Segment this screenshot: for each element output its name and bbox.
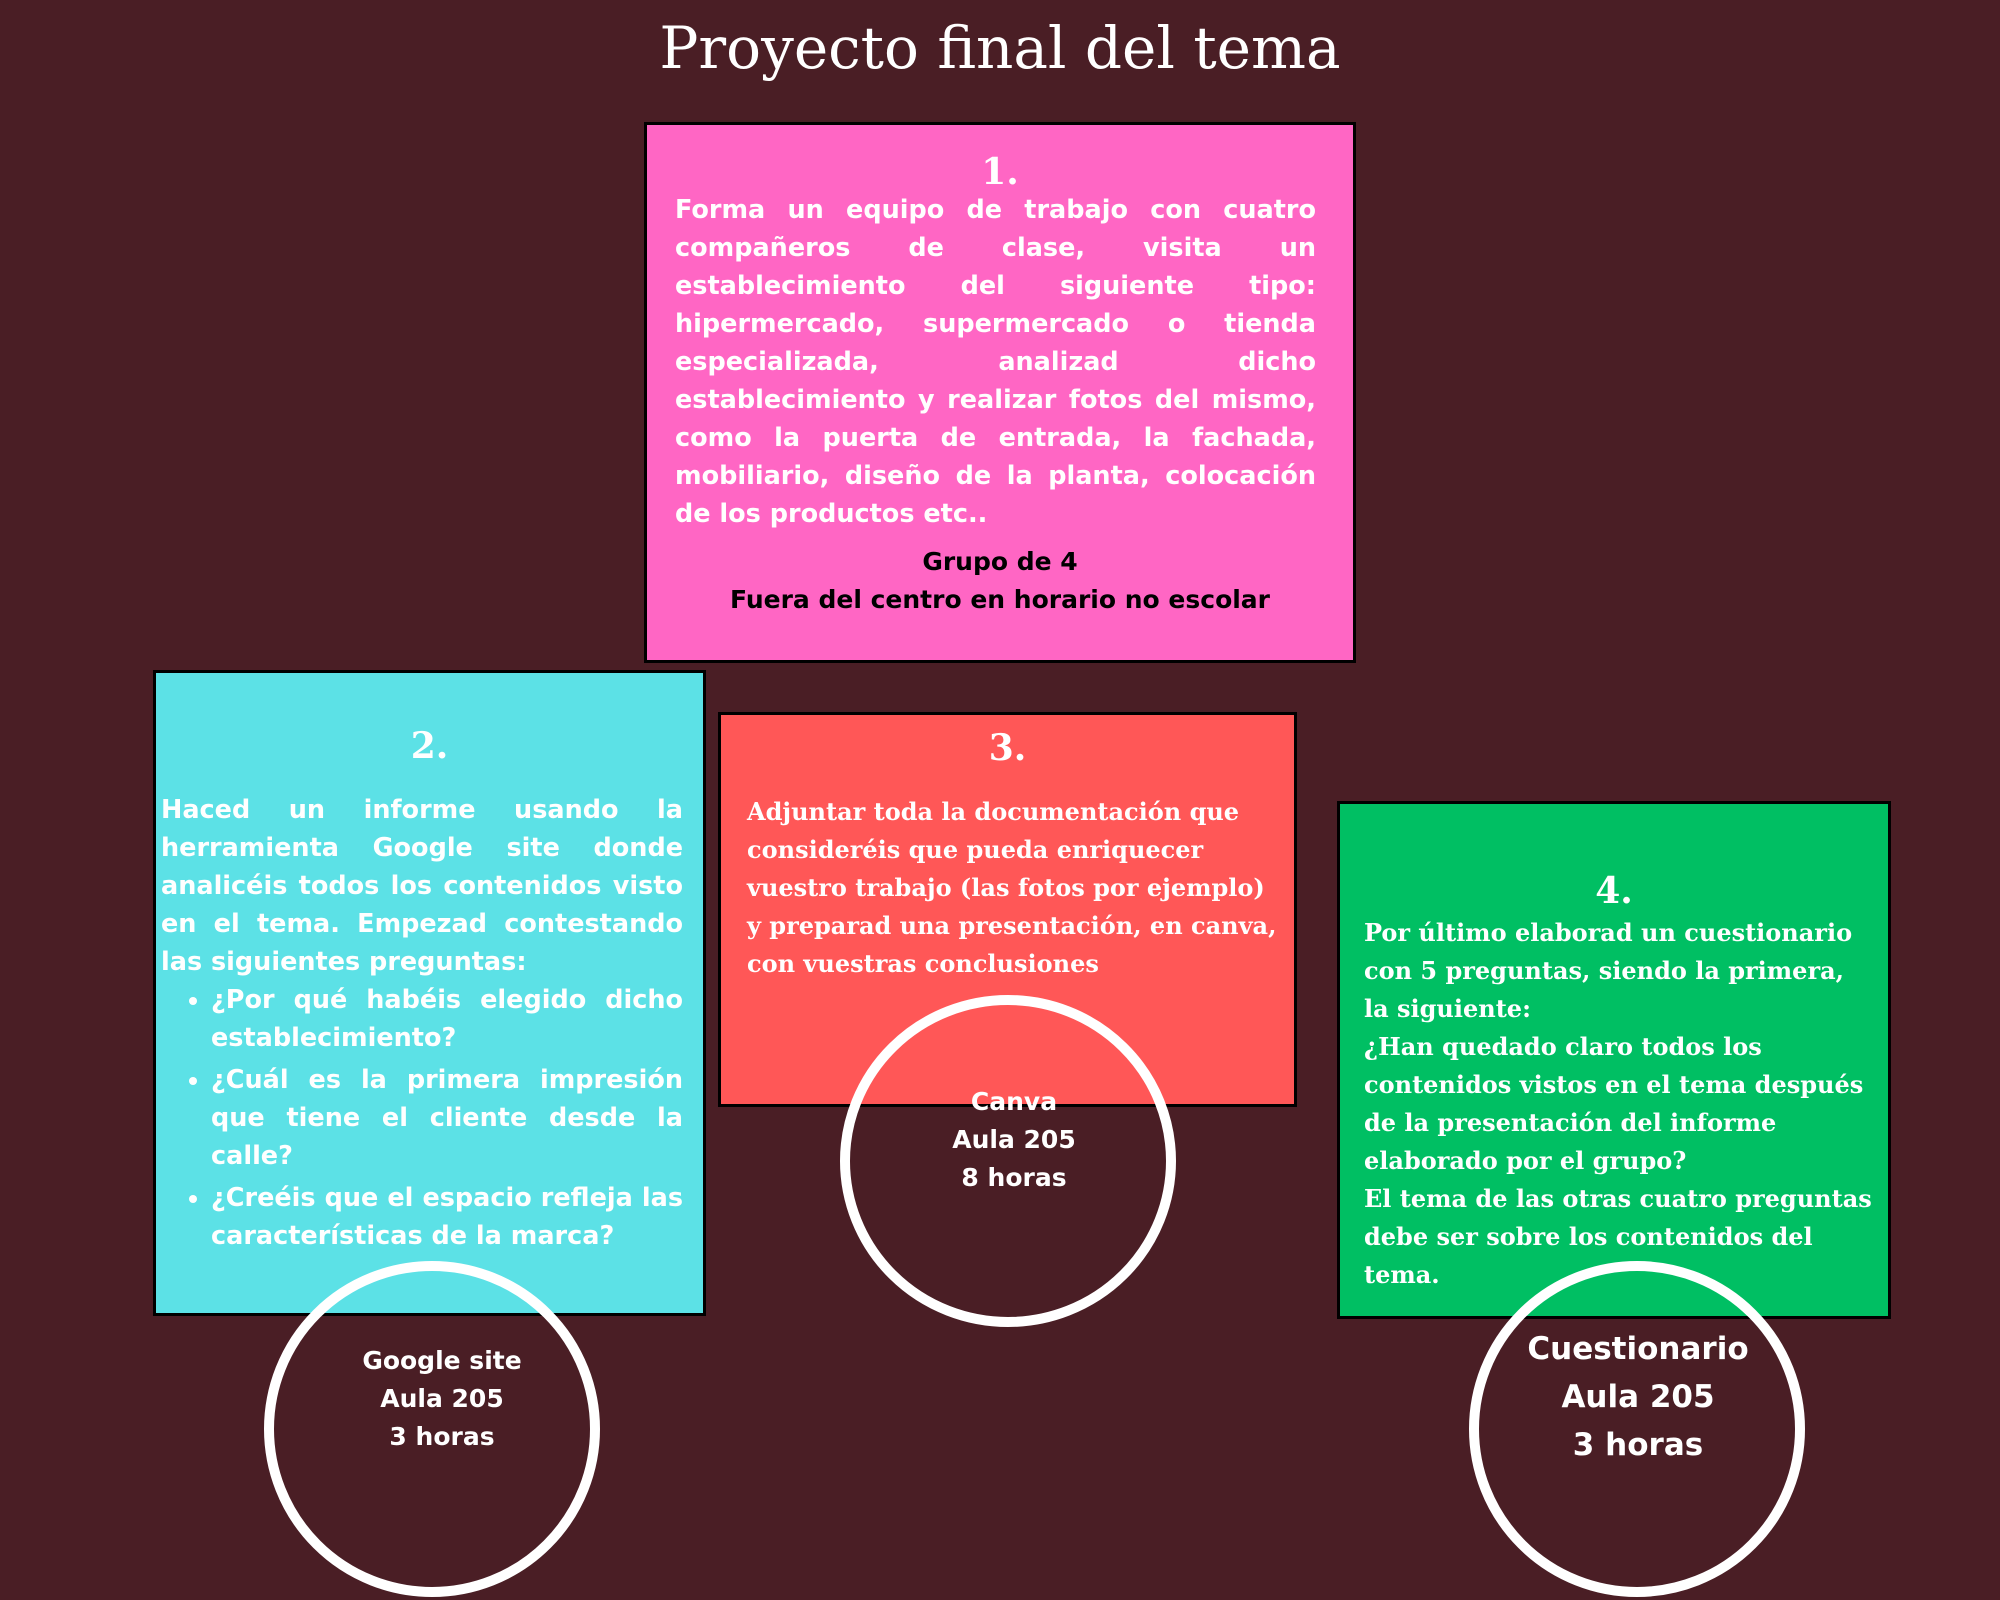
hours-label: 8 horas xyxy=(961,1163,1067,1192)
step-number: 1. xyxy=(981,151,1019,193)
step-description: Adjuntar toda la documentación que consi… xyxy=(747,797,1277,978)
question-item: ¿Creéis que el espacio refleja las carac… xyxy=(211,1179,683,1255)
step-1-card: 1. Forma un equipo de trabajo con cuatro… xyxy=(644,122,1356,663)
question-item: ¿Por qué habéis elegido dicho establecim… xyxy=(211,981,683,1057)
step-3-card: 3. Adjuntar toda la documentación que co… xyxy=(718,712,1297,1107)
tool-label: Cuestionario xyxy=(1527,1331,1749,1367)
ring-step-4 xyxy=(1469,1261,1805,1597)
step-4-card: 4. Por último elaborad un cuestionario c… xyxy=(1337,801,1891,1319)
ring-step-3 xyxy=(840,995,1176,1327)
room-label: Aula 205 xyxy=(380,1384,504,1413)
step-number: 3. xyxy=(988,727,1027,769)
question-item: ¿Cuál es la primera impresión que tiene … xyxy=(211,1061,683,1175)
step-description: Haced un informe usando la herramienta G… xyxy=(161,795,683,977)
tool-label: Google site xyxy=(362,1346,522,1375)
circle-step-3: Canva Aula 205 8 horas xyxy=(864,1083,1164,1197)
question-list: ¿Por qué habéis elegido dicho establecim… xyxy=(161,981,683,1255)
other-questions-note: El tema de las otras cuatro preguntas de… xyxy=(1364,1184,1872,1289)
tool-label: Canva xyxy=(970,1087,1058,1116)
step-description: Por último elaborad un cuestionario con … xyxy=(1364,918,1853,1023)
room-label: Aula 205 xyxy=(1561,1379,1715,1415)
room-label: Aula 205 xyxy=(952,1125,1076,1154)
page-title: Proyecto final del tema xyxy=(659,14,1341,82)
step-number: 2. xyxy=(410,725,449,767)
step-number: 4. xyxy=(1595,870,1633,912)
circle-step-4: Cuestionario Aula 205 3 horas xyxy=(1488,1325,1788,1469)
circle-step-2: Google site Aula 205 3 horas xyxy=(292,1342,592,1456)
step-2-card: 2. Haced un informe usando la herramient… xyxy=(153,670,706,1316)
location-note: Fuera del centro en horario no escolar xyxy=(729,585,1271,614)
step-description: Forma un equipo de trabajo con cuatro co… xyxy=(675,195,1316,529)
ring-step-2 xyxy=(264,1261,600,1597)
group-size: Grupo de 4 xyxy=(922,547,1078,576)
hours-label: 3 horas xyxy=(1572,1427,1704,1463)
hours-label: 3 horas xyxy=(389,1422,495,1451)
first-question: ¿Han quedado claro todos los contenidos … xyxy=(1364,1032,1864,1175)
